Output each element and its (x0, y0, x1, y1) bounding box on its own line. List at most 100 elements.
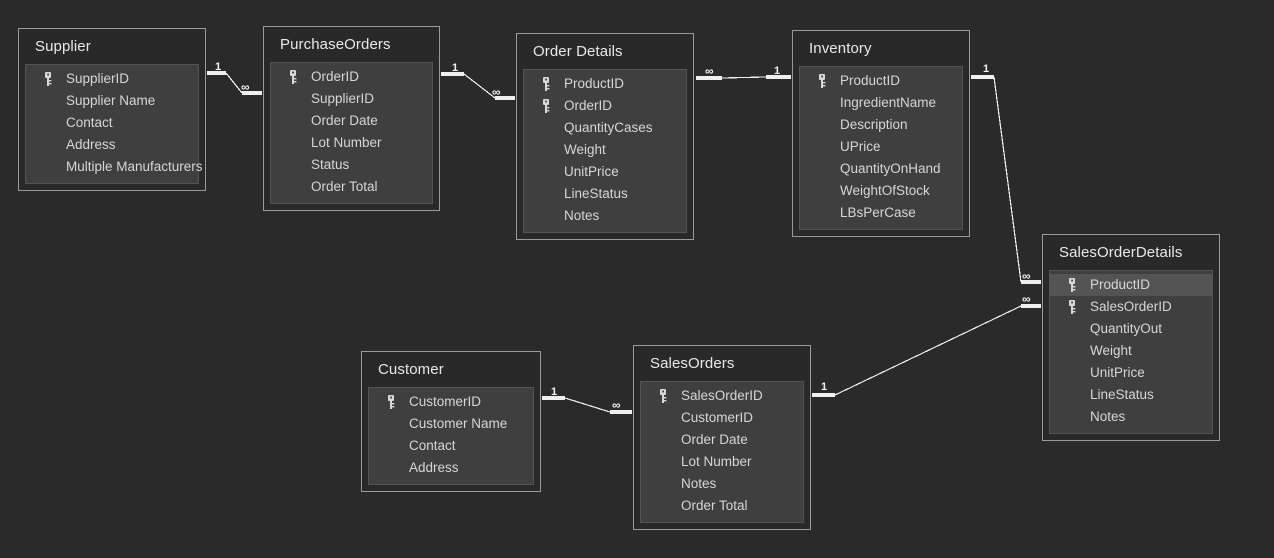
entity-table-title: SalesOrders (650, 355, 735, 372)
field-label: Weight (564, 142, 606, 157)
field-row[interactable]: ProductID (524, 73, 686, 95)
field-label: SalesOrderID (1090, 299, 1172, 314)
field-label: Notes (564, 208, 600, 223)
field-label: LineStatus (1090, 387, 1154, 402)
field-row[interactable]: LineStatus (524, 183, 686, 205)
field-label: CustomerID (681, 410, 754, 425)
field-row[interactable]: UPrice (800, 136, 962, 158)
cardinality-label-from-purchaseorders-orderdetails: 1 (452, 62, 459, 74)
field-row[interactable]: LBsPerCase (800, 202, 962, 224)
entity-table-title: Customer (378, 361, 444, 378)
field-label: QuantityOnHand (840, 161, 941, 176)
field-row[interactable]: Order Date (641, 429, 803, 451)
field-row[interactable]: Contact (369, 435, 533, 457)
field-label: LBsPerCase (840, 205, 916, 220)
field-row[interactable]: OrderID (524, 95, 686, 117)
field-label: Order Date (311, 113, 378, 128)
cardinality-label-from-orderdetails-inventory: ∞ (705, 64, 714, 78)
field-row[interactable]: Weight (1050, 340, 1212, 362)
relationship-line-purchaseorders-orderdetails (463, 73, 496, 99)
field-row[interactable]: CustomerID (369, 391, 533, 413)
field-label: SalesOrderID (681, 388, 763, 403)
field-row[interactable]: SupplierID (26, 68, 198, 90)
field-label: UnitPrice (564, 164, 619, 179)
relationship-line-customer-salesorders (564, 397, 611, 413)
field-row[interactable]: SupplierID (271, 88, 432, 110)
field-label: ProductID (1090, 277, 1151, 292)
field-row[interactable]: QuantityOut (1050, 318, 1212, 340)
field-label: Lot Number (681, 454, 752, 469)
field-label: UPrice (840, 139, 881, 154)
field-row[interactable]: Status (271, 154, 432, 176)
field-row[interactable]: Order Date (271, 110, 432, 132)
field-row[interactable]: LineStatus (1050, 384, 1212, 406)
field-label: Address (66, 137, 116, 152)
field-label: Contact (409, 438, 456, 453)
primary-key-icon (543, 77, 550, 91)
field-label: Order Total (681, 498, 748, 513)
cardinality-label-from-customer-salesorders: 1 (551, 386, 558, 398)
entity-table-title: Inventory (809, 40, 872, 57)
field-label: LineStatus (564, 186, 628, 201)
field-row[interactable]: IngredientName (800, 92, 962, 114)
field-row[interactable]: Multiple Manufacturers (26, 156, 203, 178)
field-row[interactable]: OrderID (271, 66, 432, 88)
field-label: SupplierID (66, 71, 130, 86)
field-row[interactable]: Order Total (641, 495, 803, 517)
field-label: IngredientName (840, 95, 937, 110)
entity-table-title: SalesOrderDetails (1059, 244, 1183, 261)
field-row[interactable]: Customer Name (369, 413, 533, 435)
field-label: OrderID (564, 98, 613, 113)
field-row[interactable]: UnitPrice (524, 161, 686, 183)
field-row[interactable]: Lot Number (641, 451, 803, 473)
field-row[interactable]: Weight (524, 139, 686, 161)
field-row[interactable]: Notes (1050, 406, 1212, 428)
relationship-line-supplier-purchaseorders (225, 72, 243, 94)
field-row[interactable]: Contact (26, 112, 198, 134)
field-row[interactable]: SalesOrderID (1050, 296, 1212, 318)
field-row[interactable]: ProductID (800, 70, 962, 92)
field-row[interactable]: Address (26, 134, 198, 156)
field-row[interactable]: UnitPrice (1050, 362, 1212, 384)
field-row[interactable]: Description (800, 114, 962, 136)
cardinality-label-to-orderdetails-inventory: 1 (774, 65, 781, 77)
field-row[interactable]: Supplier Name (26, 90, 198, 112)
field-row[interactable]: Notes (524, 205, 686, 227)
field-row[interactable]: QuantityOnHand (800, 158, 962, 180)
field-row[interactable]: Order Total (271, 176, 432, 198)
field-row[interactable]: Notes (641, 473, 803, 495)
entity-table-title: Order Details (533, 43, 623, 60)
field-row[interactable]: WeightOfStock (800, 180, 962, 202)
field-row[interactable]: Address (369, 457, 533, 479)
field-row[interactable]: CustomerID (641, 407, 803, 429)
cardinality-label-from-salesorders-salesorderdetails: 1 (821, 381, 828, 393)
field-label: Supplier Name (66, 93, 156, 108)
field-label: WeightOfStock (840, 183, 930, 198)
primary-key-icon (1069, 278, 1076, 292)
field-row[interactable]: SalesOrderID (641, 385, 803, 407)
field-row-selected[interactable]: ProductID (1050, 274, 1212, 296)
primary-key-icon (660, 389, 667, 403)
entity-table-title: Supplier (35, 38, 91, 55)
field-row[interactable]: QuantityCases (524, 117, 686, 139)
cardinality-label-from-inventory-salesorderdetails: 1 (983, 63, 990, 75)
entity-table-title: PurchaseOrders (280, 36, 391, 53)
primary-key-icon (543, 99, 550, 113)
field-label: Lot Number (311, 135, 382, 150)
field-row[interactable]: Lot Number (271, 132, 432, 154)
